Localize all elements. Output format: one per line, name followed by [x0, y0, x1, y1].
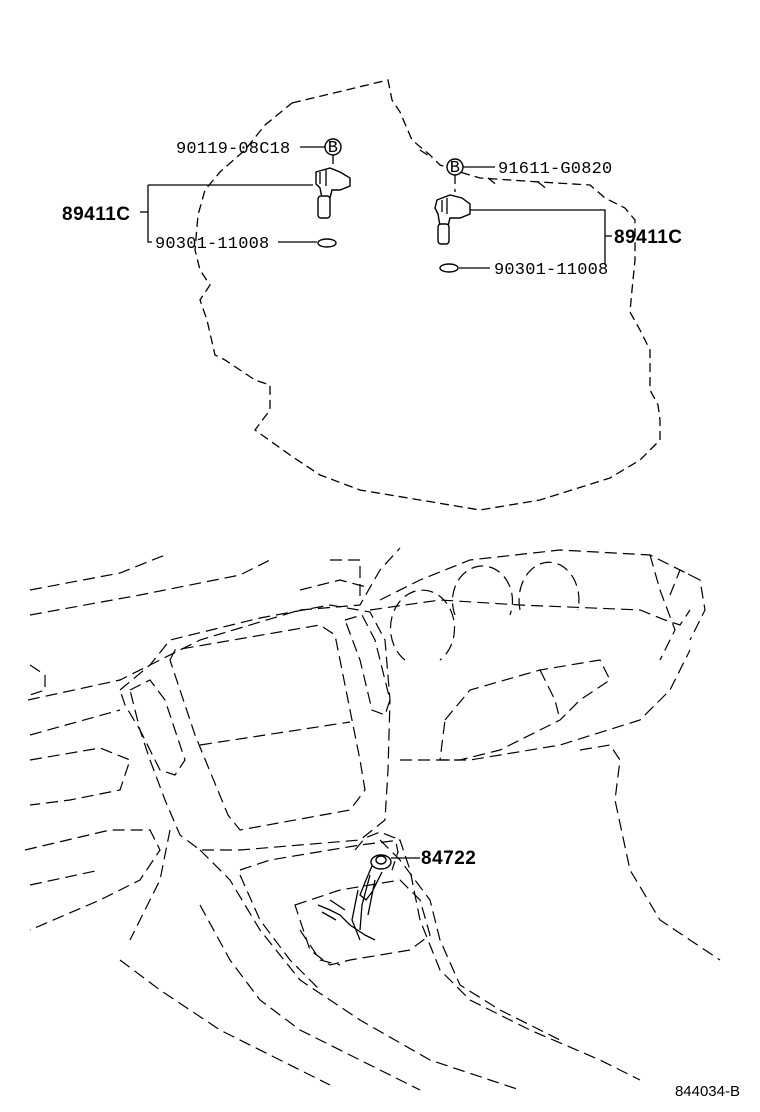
label-oring-left: 90301-11008: [155, 235, 269, 254]
sensor-right-assembly[interactable]: B: [434, 158, 612, 273]
figure-id: 844034-B: [675, 1083, 740, 1100]
label-bolt-right: 91611-G0820: [498, 160, 612, 179]
bolt-left-mark: B: [328, 139, 338, 158]
dashboard-outline: [24, 547, 721, 1091]
label-bolt-left: 90119-08C18: [176, 140, 290, 159]
label-sensor-right: 89411C: [614, 227, 683, 248]
label-sensor-left: 89411C: [62, 204, 131, 225]
sensor-left[interactable]: [315, 167, 351, 219]
sensor-right[interactable]: [434, 194, 471, 245]
label-shift-knob: 84722: [421, 848, 476, 869]
oring-left[interactable]: [317, 238, 337, 248]
shift-lever[interactable]: [317, 831, 399, 941]
sensor-left-assembly[interactable]: B: [147, 138, 351, 248]
transmission-housing-outline: [194, 79, 661, 511]
bolt-right-mark: B: [450, 159, 460, 178]
shift-knob[interactable]: [359, 854, 392, 901]
oring-right[interactable]: [439, 263, 459, 273]
label-oring-right: 90301-11008: [494, 261, 608, 280]
